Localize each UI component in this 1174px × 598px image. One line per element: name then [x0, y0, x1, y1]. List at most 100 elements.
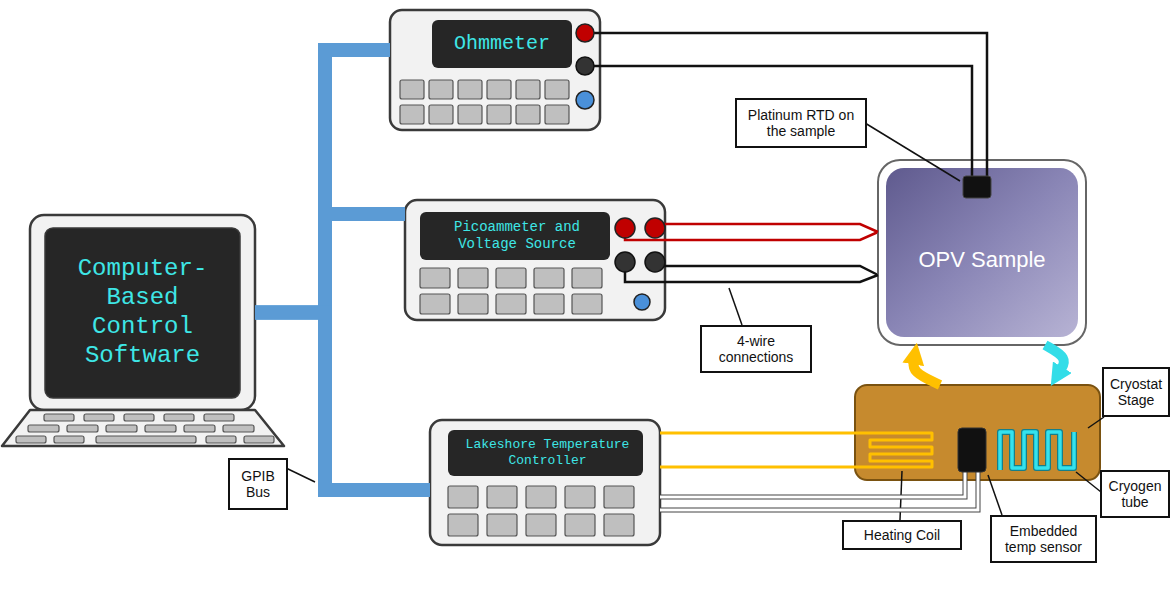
leader-line — [865, 123, 960, 181]
wire — [660, 480, 965, 497]
wire — [594, 65, 600, 68]
callout-box: Platinum RTD on the sample — [735, 98, 867, 148]
cryostat-stage: Cryostat Stage — [855, 385, 1100, 480]
opv-sample-body — [878, 160, 1086, 345]
heat-flow-arrow — [913, 360, 940, 385]
gpib-bus — [255, 214, 405, 313]
button — [54, 436, 84, 443]
blue-knob — [634, 294, 650, 310]
node-label: Ohmmeter — [454, 32, 550, 56]
node-label: Embedded temp sensor — [995, 523, 1092, 555]
heat-flow-arrow — [1045, 345, 1064, 371]
callout-box: Embedded temp sensor — [990, 515, 1097, 563]
cryostat-stage-plate — [855, 385, 1100, 480]
picoammeter-body — [405, 200, 878, 320]
opv-sample: OPV Sample — [878, 160, 1086, 345]
temp-sensor — [958, 428, 986, 472]
button — [84, 414, 114, 421]
laptop — [2, 215, 284, 446]
button — [184, 425, 215, 432]
button — [526, 514, 556, 536]
display-text-area: Picoammeter and Voltage Source — [420, 212, 614, 260]
wire-casing — [660, 480, 965, 497]
button — [565, 486, 595, 508]
wire-casings — [660, 480, 978, 510]
button — [223, 425, 254, 432]
wire — [665, 275, 878, 282]
wire — [600, 33, 987, 160]
display-screen — [420, 212, 610, 260]
display-screen — [432, 20, 572, 68]
stage-body — [855, 385, 1100, 480]
button — [106, 425, 137, 432]
leader-line — [988, 475, 1002, 515]
node-label: Cryostat Stage — [1107, 376, 1165, 408]
button — [204, 414, 234, 421]
button — [545, 105, 569, 124]
node-label: Computer-Based Control Software — [63, 255, 222, 370]
laptop-keyboard — [2, 410, 284, 446]
callout-box: Cryostat Stage — [1102, 367, 1170, 417]
wire — [986, 160, 989, 178]
buttons — [448, 486, 634, 536]
wire — [971, 160, 974, 178]
wire — [594, 32, 600, 35]
buttons — [400, 80, 569, 124]
button — [545, 80, 569, 99]
callout-box: Heating Coil — [842, 520, 962, 550]
node-label: 4-wire connections — [705, 333, 807, 365]
button — [244, 436, 274, 443]
button — [420, 268, 450, 288]
node-label: Platinum RTD on the sample — [740, 107, 862, 139]
keys — [16, 414, 274, 443]
button — [572, 268, 602, 288]
black-terminal — [576, 57, 594, 75]
ohmmeter-body — [390, 10, 600, 130]
button — [448, 486, 478, 508]
display-screen — [448, 430, 643, 476]
wire — [660, 466, 855, 469]
rtd-sensor — [963, 176, 991, 198]
cryogen-tube-outline — [1000, 432, 1074, 470]
node-label: GPIB Bus — [233, 468, 283, 500]
heating-coil — [855, 433, 932, 467]
button — [28, 425, 59, 432]
leader-line — [1076, 472, 1101, 492]
laptop-lid — [30, 215, 255, 410]
sample-film — [886, 168, 1078, 337]
node-label: OPV Sample — [918, 247, 1045, 273]
button — [496, 268, 526, 288]
laptop-computer: Computer-Based Control Software — [30, 215, 255, 410]
button — [429, 80, 453, 99]
wire — [660, 432, 855, 435]
button — [565, 514, 595, 536]
connector-group — [255, 33, 1064, 510]
button — [572, 294, 602, 314]
wire — [665, 224, 878, 232]
button — [526, 486, 556, 508]
red-terminal — [576, 24, 594, 42]
device-body — [390, 10, 600, 130]
controller-body — [430, 420, 660, 545]
black-terminal — [615, 252, 635, 272]
callout-box: 4-wire connections — [700, 325, 812, 373]
node-label: Cryogen tube — [1105, 478, 1165, 510]
button — [164, 414, 194, 421]
black-terminal — [645, 252, 665, 272]
button — [420, 294, 450, 314]
picoammeter-device: Picoammeter and Voltage Source — [405, 200, 665, 320]
button — [487, 80, 511, 99]
button — [458, 80, 482, 99]
button — [487, 514, 517, 536]
wire-casing — [660, 480, 978, 510]
buttons — [420, 268, 602, 314]
button — [16, 436, 46, 443]
callout-box: Cryogen tube — [1100, 470, 1170, 518]
button — [124, 414, 154, 421]
display-text-area: OPV Sample — [898, 215, 1066, 305]
button — [145, 425, 176, 432]
sense-wire — [655, 262, 878, 275]
button — [458, 294, 488, 314]
leader-lines — [286, 123, 1104, 520]
